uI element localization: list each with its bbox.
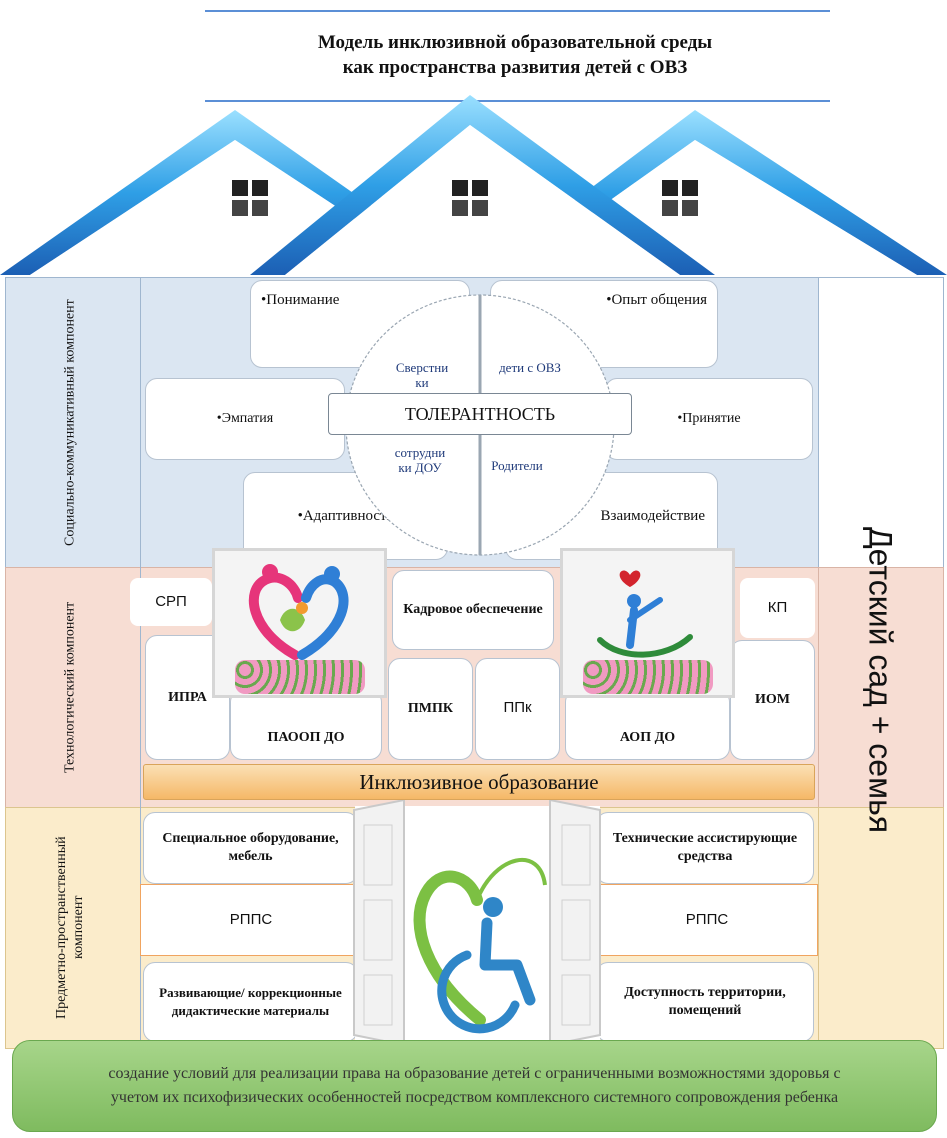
family-logo-icon bbox=[248, 564, 349, 660]
family-column-low bbox=[818, 807, 944, 1049]
item-iom: ИОМ bbox=[730, 640, 815, 760]
title-rule-top bbox=[205, 10, 830, 12]
door-leaves bbox=[353, 800, 601, 1045]
title-line-2: как пространства развития детей с ОВЗ bbox=[342, 57, 688, 78]
side-label-tech: Технологический компонент bbox=[62, 601, 78, 774]
attic-window-middle bbox=[452, 180, 488, 216]
attic-window-right bbox=[662, 180, 698, 216]
tolerance-center: ТОЛЕРАНТНОСТЬ bbox=[328, 393, 632, 435]
wheelchair-heart-icon bbox=[413, 857, 547, 1034]
page-title: Модель инклюзивной образовательной среды… bbox=[200, 30, 830, 80]
item-materials: Развивающие/ коррекционные дидактические… bbox=[143, 962, 358, 1042]
item-equipment: Специальное оборудование, мебель bbox=[143, 812, 358, 884]
side-label-space: Предметно-пространственный компонент bbox=[54, 836, 86, 1019]
family-column-mid bbox=[818, 567, 944, 809]
side-label-family: Детский сад + семья bbox=[862, 526, 899, 834]
item-pmpk: ПМПК bbox=[388, 658, 473, 760]
family-column bbox=[818, 277, 944, 569]
title-rule-bottom bbox=[205, 100, 830, 102]
item-empathy: Эмпатия bbox=[145, 378, 345, 460]
footer-goal: создание условий для реализации права на… bbox=[12, 1040, 937, 1132]
item-paoop: ПАООП ДО bbox=[230, 690, 382, 760]
item-srp: СРП bbox=[130, 578, 212, 626]
item-staffing: Кадровое обеспечение bbox=[392, 570, 554, 650]
item-rpps-right: РППС bbox=[596, 884, 818, 956]
item-ppk: ППк bbox=[475, 658, 560, 760]
item-technical: Технические ассистирующие средства bbox=[596, 812, 814, 884]
child-logo-icon bbox=[597, 570, 693, 658]
item-kp: КП bbox=[740, 578, 815, 638]
label-children-ovz: дети с ОВЗ bbox=[499, 360, 561, 375]
label-column-divider bbox=[140, 277, 141, 1047]
item-aop: АОП ДО bbox=[565, 690, 730, 760]
item-access: Доступность территории, помещений bbox=[596, 962, 814, 1042]
label-peers: Сверстни ки bbox=[395, 360, 449, 390]
label-parents: Родители bbox=[491, 458, 543, 473]
attic-window-left bbox=[232, 180, 268, 216]
flowers-left bbox=[235, 660, 365, 694]
item-rpps-left: РППС bbox=[140, 884, 362, 956]
flowers-right bbox=[583, 660, 713, 694]
side-label-social: Социально-коммуникативный компонент bbox=[62, 299, 78, 546]
house-roof bbox=[0, 95, 947, 275]
inclusive-education-bar: Инклюзивное образование bbox=[143, 764, 815, 800]
title-line-1: Модель инклюзивной образовательной среды bbox=[317, 32, 713, 53]
item-acceptance: Принятие bbox=[605, 378, 813, 460]
label-staff: сотрудни ки ДОУ bbox=[394, 445, 446, 475]
